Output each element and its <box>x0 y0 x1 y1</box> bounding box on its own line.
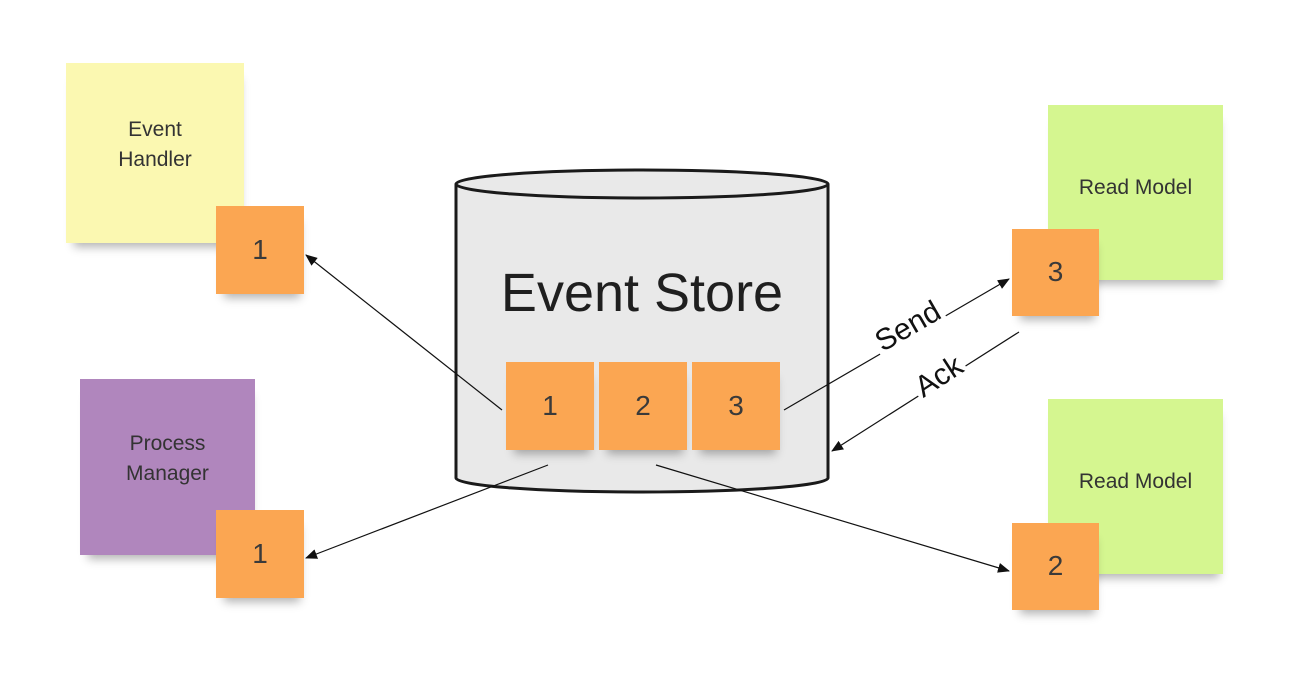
store-event-2: 2 <box>599 362 687 450</box>
event-handler-position: 1 <box>216 206 304 294</box>
event-handler-position-label: 1 <box>252 233 268 265</box>
read-model-bottom-position: 2 <box>1012 523 1099 610</box>
process-manager-position-label: 1 <box>252 537 268 569</box>
event-handler-note: Event Handler <box>66 63 244 243</box>
store-event-3-label: 3 <box>728 389 744 421</box>
store-event-2-label: 2 <box>635 389 651 421</box>
read-model-top-label: Read Model <box>1078 176 1193 199</box>
cylinder-top <box>454 168 830 200</box>
read-model-top-position: 3 <box>1012 229 1099 316</box>
event-handler-label: Event Handler <box>118 118 192 172</box>
event-store-title: Event Store <box>500 263 784 323</box>
read-model-top-position-label: 3 <box>1047 256 1064 288</box>
arrow-to-process-manager <box>305 464 549 559</box>
arrow-to-read-model-bottom <box>655 464 1010 573</box>
arrow-to-event-handler <box>305 254 503 411</box>
store-event-1-label: 1 <box>542 389 558 421</box>
read-model-bottom-position-label: 2 <box>1047 550 1064 582</box>
process-manager-label: Process Manager <box>126 432 209 486</box>
read-model-bottom-label: Read Model <box>1078 470 1193 493</box>
store-event-3: 3 <box>692 362 780 450</box>
store-event-1: 1 <box>506 362 594 450</box>
process-manager-position: 1 <box>216 510 304 598</box>
